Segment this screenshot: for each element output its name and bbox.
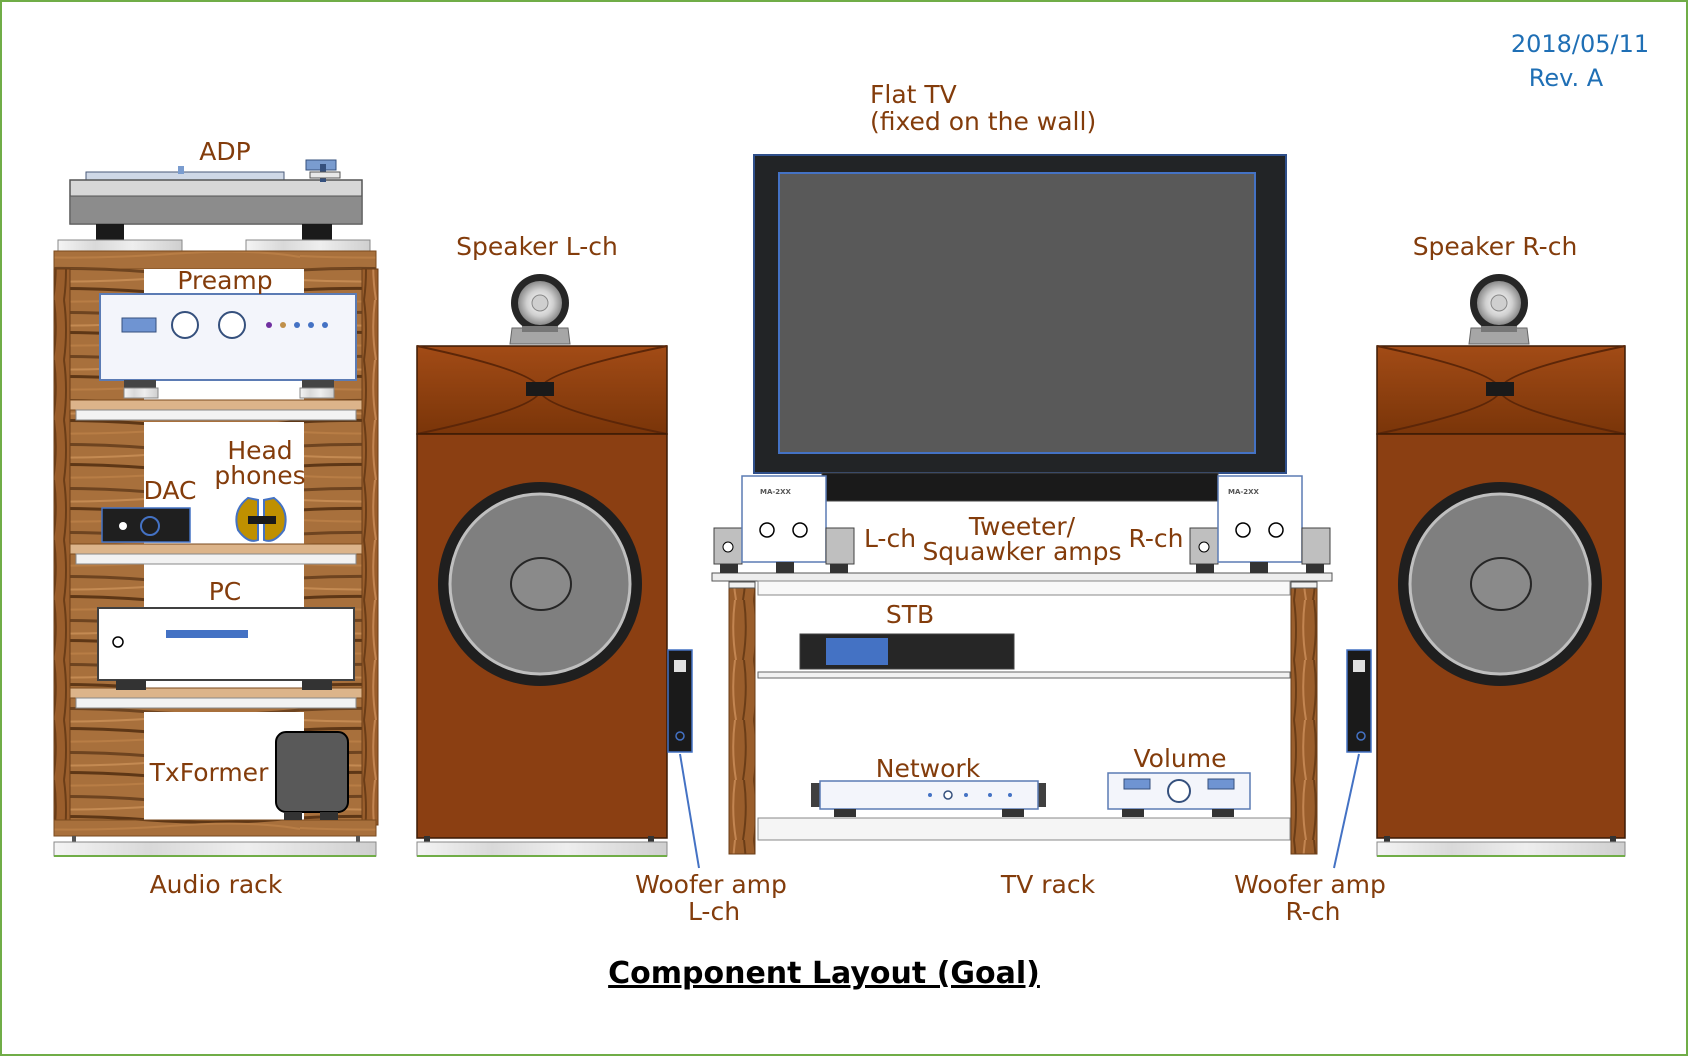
tv-rack: MA-2XX MA-2XX bbox=[711, 475, 1333, 855]
woofer-amp-right bbox=[1333, 649, 1372, 869]
label-headphones-1: Head bbox=[227, 436, 292, 465]
label-woofer-amp-left-1: Woofer amp bbox=[635, 870, 787, 899]
label-dac: DAC bbox=[144, 476, 197, 505]
label-tweeter-2: Squawker amps bbox=[922, 537, 1121, 566]
flat-tv bbox=[753, 154, 1287, 502]
label-volume: Volume bbox=[1134, 744, 1227, 773]
woofer-amp-left bbox=[667, 649, 700, 869]
tweeter-left bbox=[509, 274, 571, 345]
pc-unit bbox=[97, 607, 355, 690]
woofer-right bbox=[1398, 482, 1602, 686]
label-flat-tv-2: (fixed on the wall) bbox=[870, 107, 1096, 136]
tweeter-amp-left: MA-2XX bbox=[713, 475, 855, 573]
speaker-left bbox=[416, 274, 668, 857]
preamp-unit bbox=[99, 293, 357, 399]
tweeter-right bbox=[1468, 274, 1530, 345]
label-speaker-right: Speaker R-ch bbox=[1413, 232, 1578, 261]
label-tv-rack: TV rack bbox=[1000, 870, 1096, 899]
label-adp: ADP bbox=[199, 137, 250, 166]
label-headphones-2: phones bbox=[214, 461, 305, 490]
amp-model-left: MA-2XX bbox=[760, 488, 792, 496]
rack-marble-plinth bbox=[53, 841, 377, 857]
rack-post-left bbox=[53, 268, 71, 826]
dac-unit bbox=[101, 507, 191, 543]
label-flat-tv-1: Flat TV bbox=[870, 80, 957, 109]
label-woofer-amp-left-2: L-ch bbox=[688, 897, 740, 926]
turntable-adp bbox=[69, 159, 363, 242]
label-lch: L-ch bbox=[864, 524, 916, 553]
label-speaker-left: Speaker L-ch bbox=[456, 232, 618, 261]
label-woofer-amp-right-1: Woofer amp bbox=[1234, 870, 1386, 899]
tweeter-amp-right: MA-2XX bbox=[1189, 475, 1331, 573]
label-txformer: TxFormer bbox=[149, 758, 269, 787]
label-tweeter-1: Tweeter/ bbox=[968, 512, 1076, 541]
label-stb: STB bbox=[886, 600, 934, 629]
revision-text: Rev. A bbox=[1529, 64, 1604, 92]
network-unit bbox=[811, 780, 1046, 817]
headphones bbox=[235, 496, 287, 542]
label-network: Network bbox=[876, 754, 981, 783]
tv-screen bbox=[778, 172, 1256, 454]
label-preamp: Preamp bbox=[177, 266, 272, 295]
stb-unit bbox=[799, 633, 1015, 670]
tv-rack-top-shelf bbox=[711, 572, 1333, 582]
rack-bottom-board bbox=[53, 819, 377, 837]
woofer-left bbox=[438, 482, 642, 686]
speaker-right bbox=[1376, 274, 1626, 857]
label-woofer-amp-right-2: R-ch bbox=[1286, 897, 1341, 926]
volume-unit bbox=[1107, 772, 1251, 817]
amp-model-right: MA-2XX bbox=[1228, 488, 1260, 496]
date-text: 2018/05/11 bbox=[1511, 30, 1649, 58]
tv-rack-post-left bbox=[728, 585, 756, 855]
label-audio-rack: Audio rack bbox=[150, 870, 283, 899]
page-title: Component Layout (Goal) bbox=[608, 956, 1040, 991]
label-pc: PC bbox=[209, 577, 242, 606]
rack-post-right bbox=[361, 268, 379, 826]
transformer-unit bbox=[275, 731, 349, 820]
marble-base bbox=[57, 239, 183, 253]
audio-rack bbox=[53, 159, 379, 857]
tv-rack-post-right bbox=[1290, 585, 1318, 855]
label-rch: R-ch bbox=[1129, 524, 1184, 553]
